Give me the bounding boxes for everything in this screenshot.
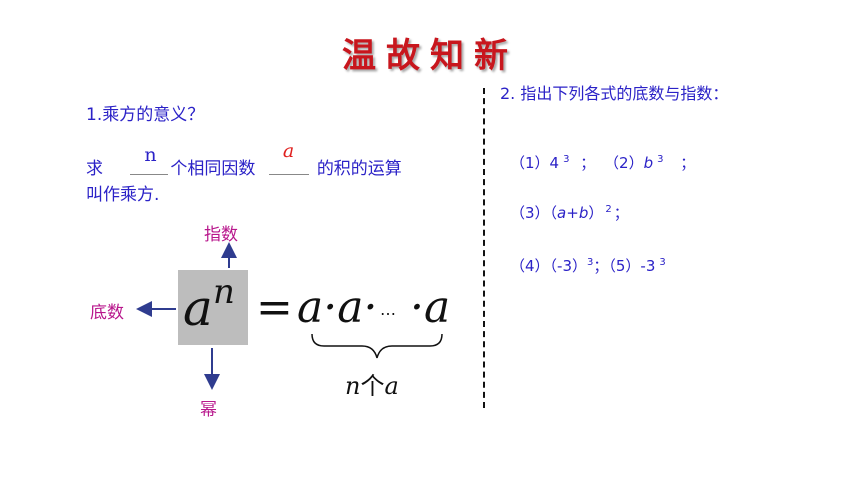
exercise-2-exp: 3 bbox=[657, 154, 664, 165]
expansion-last: ·a bbox=[410, 282, 451, 333]
definition-prefix: 求 bbox=[86, 159, 103, 179]
sep-3: ； bbox=[613, 204, 629, 222]
exercise-3-var-a: a bbox=[557, 204, 567, 222]
exercise-3: （3）（ bbox=[510, 204, 558, 222]
definition-middle: 个相同因数 bbox=[170, 159, 256, 179]
definition-line-1: 求 n 个相同因数 a 的积的运算 bbox=[86, 140, 402, 179]
slide-title: 温故知新 bbox=[342, 36, 518, 76]
power-highlight-box bbox=[178, 270, 248, 345]
exercise-3-exp: 2 bbox=[605, 204, 612, 215]
base-label: 底数 bbox=[90, 303, 124, 323]
blank-n-value: n bbox=[144, 144, 157, 166]
brace-label-a: a bbox=[384, 372, 399, 400]
exercise-1-exp: 3 bbox=[563, 154, 570, 165]
exercise-2-var: b bbox=[643, 154, 654, 172]
exercise-4-exp: 3 bbox=[587, 257, 594, 268]
expansion-ellipsis: … bbox=[380, 300, 396, 319]
exercise-row-2: （3）（a+b）2； bbox=[510, 202, 629, 223]
brace-label-ge: 个 bbox=[360, 372, 385, 400]
exercise-2: （2） bbox=[604, 154, 644, 172]
blank-a-value: a bbox=[282, 140, 295, 162]
question-1: 1.乘方的意义？ bbox=[86, 105, 205, 125]
power-label: 幂 bbox=[200, 400, 217, 420]
brace-label: n个a bbox=[345, 366, 399, 401]
power-exponent: n bbox=[213, 272, 235, 312]
exponent-label: 指数 bbox=[204, 225, 238, 245]
sep-2: ； bbox=[680, 154, 696, 172]
exercise-5-exp: 3 bbox=[659, 257, 666, 268]
brace-label-n: n bbox=[345, 372, 361, 400]
exercise-3-var-b: b bbox=[578, 204, 589, 222]
expansion-first: a·a· bbox=[297, 282, 378, 333]
exercise-3-plus: + bbox=[566, 204, 579, 222]
exercise-3-close: ） bbox=[588, 204, 604, 222]
exercise-4: （4）（-3） bbox=[510, 257, 587, 275]
question-2: 2. 指出下列各式的底数与指数： bbox=[500, 84, 729, 103]
definition-suffix: 的积的运算 bbox=[316, 159, 402, 179]
exercise-5: ；（5）-3 bbox=[593, 257, 656, 275]
definition-line-2: 叫作乘方. bbox=[86, 185, 160, 205]
exercise-1: （1）4 bbox=[510, 154, 560, 172]
blank-n: n bbox=[130, 144, 169, 175]
blank-a: a bbox=[268, 140, 309, 175]
sep-1: ； bbox=[580, 154, 596, 172]
dashed-divider bbox=[483, 88, 485, 408]
underbrace bbox=[311, 333, 443, 359]
equals-sign: = bbox=[256, 282, 293, 333]
power-base: a bbox=[183, 279, 213, 337]
